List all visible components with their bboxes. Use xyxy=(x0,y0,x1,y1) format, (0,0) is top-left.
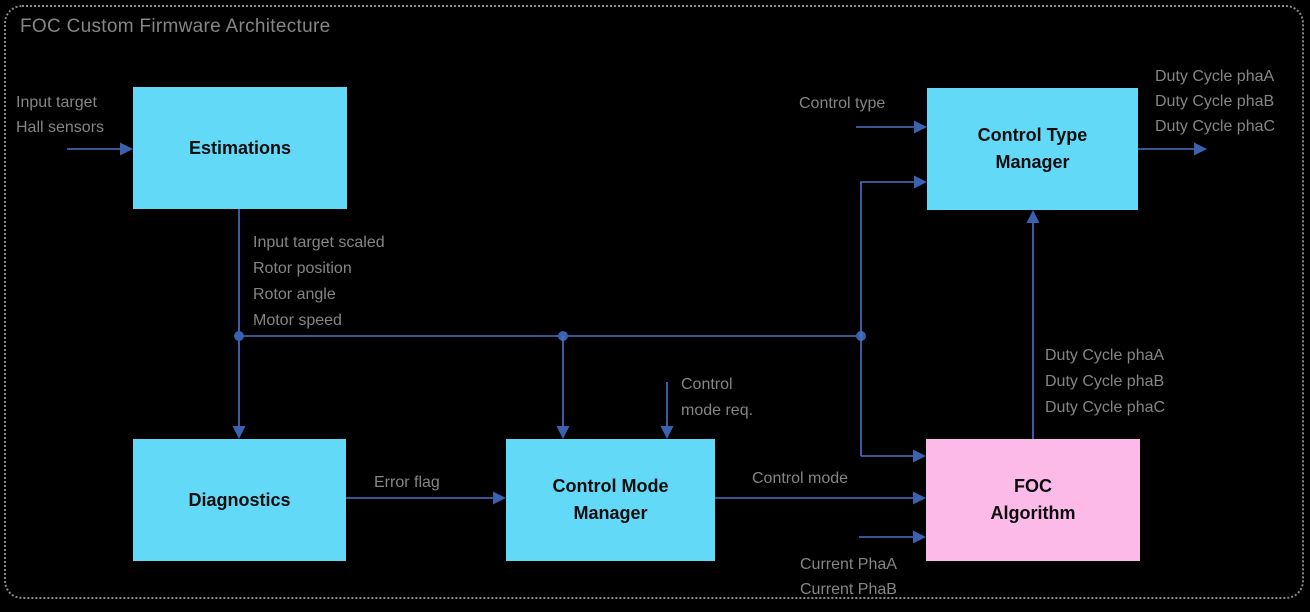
block-control-mode-manager-label-line1: Control Mode xyxy=(552,476,669,496)
block-diagnostics: Diagnostics xyxy=(133,439,346,561)
diagram-title: FOC Custom Firmware Architecture xyxy=(20,16,331,37)
label-input-target-scaled: Input target scaled xyxy=(253,234,385,251)
label-error-flag-text: Error flag xyxy=(374,474,440,491)
label-motor-speed: Motor speed xyxy=(253,312,342,329)
block-foc-algorithm-label-line2: Algorithm xyxy=(990,503,1076,523)
label-current-phaa: Current PhaA xyxy=(800,556,897,573)
edge-control-mode-manager-foc xyxy=(715,491,926,505)
label-hall-sensors: Hall sensors xyxy=(16,119,105,136)
block-control-type-manager-label-line1: Control Type xyxy=(977,125,1088,145)
edge-bus-control-type-manager xyxy=(860,175,927,456)
edge-currents-foc xyxy=(859,530,926,544)
label-control-mode: Control mode xyxy=(752,466,848,492)
edge-control-type-manager-output xyxy=(1138,142,1207,156)
label-duty-cycle-output: Duty Cycle phaA Duty Cycle phaB Duty Cyc… xyxy=(1155,64,1275,139)
label-estimation-outputs: Input target scaled Rotor position Rotor… xyxy=(253,230,385,334)
label-control-type: Control type xyxy=(799,91,885,117)
label-duty-out-phaa: Duty Cycle phaA xyxy=(1155,68,1275,85)
edge-control-type xyxy=(856,120,927,134)
block-diagnostics-label: Diagnostics xyxy=(188,489,291,510)
label-duty-foc-phac: Duty Cycle phaC xyxy=(1045,399,1166,416)
label-duty-out-phab: Duty Cycle phaB xyxy=(1155,93,1275,110)
label-currents: Current PhaA Current PhaB xyxy=(800,552,897,602)
edge-estimations-diagnostics xyxy=(232,209,246,439)
label-control-mode-req-line2: mode req. xyxy=(681,402,754,419)
label-duty-cycle-foc: Duty Cycle phaA Duty Cycle phaB Duty Cyc… xyxy=(1045,343,1165,421)
block-control-mode-manager: Control Mode Manager xyxy=(506,439,715,561)
block-control-mode-manager-label-line2: Manager xyxy=(573,503,648,523)
label-duty-foc-phab: Duty Cycle phaB xyxy=(1045,373,1165,390)
label-current-phab: Current PhaB xyxy=(800,581,897,598)
edge-control-mode-req xyxy=(660,382,674,439)
block-foc-algorithm-label-line1: FOC xyxy=(1014,476,1052,496)
label-control-mode-text: Control mode xyxy=(752,470,849,487)
label-duty-out-phac: Duty Cycle phaC xyxy=(1155,118,1276,135)
edge-bus-control-mode-manager xyxy=(556,336,570,439)
block-control-type-manager-label-line2: Manager xyxy=(995,152,1070,172)
label-control-mode-req-line1: Control xyxy=(681,376,733,393)
block-estimations: Estimations xyxy=(133,87,347,209)
edge-foc-control-type-manager xyxy=(1026,210,1040,439)
label-rotor-position: Rotor position xyxy=(253,260,352,277)
label-rotor-angle: Rotor angle xyxy=(253,286,336,303)
label-input-target: Input target xyxy=(16,94,97,111)
label-inputs: Input target Hall sensors xyxy=(16,90,104,140)
edge-input-estimations xyxy=(67,142,133,156)
block-estimations-label: Estimations xyxy=(188,137,292,158)
label-control-mode-req: Control mode req. xyxy=(681,372,753,424)
label-error-flag: Error flag xyxy=(374,470,440,496)
edge-bus-foc-algorithm xyxy=(861,449,926,463)
block-control-type-manager: Control Type Manager xyxy=(927,88,1138,210)
label-duty-foc-phaa: Duty Cycle phaA xyxy=(1045,347,1165,364)
block-foc-algorithm: FOC Algorithm xyxy=(926,439,1140,561)
label-control-type-text: Control type xyxy=(799,95,886,112)
edge-diagnostics-control-mode-manager xyxy=(346,491,506,505)
